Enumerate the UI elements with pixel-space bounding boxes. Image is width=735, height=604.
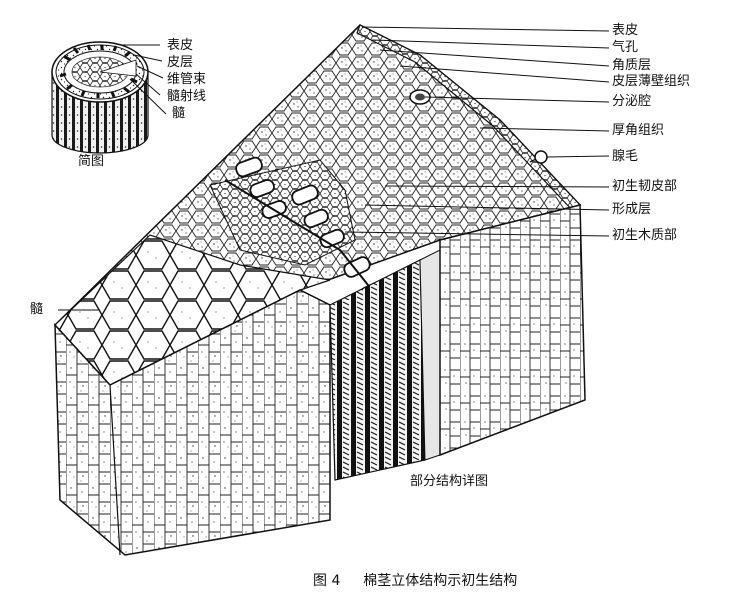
label-primary-phloem: 初生韧皮部 xyxy=(612,179,678,194)
vascular-bundles-top xyxy=(209,156,385,302)
inset-label-epidermis: 表皮 xyxy=(167,38,194,53)
figure-caption: 图 4 棉茎立体结构示初生结构 xyxy=(313,570,517,590)
label-cuticle: 角质层 xyxy=(612,58,652,73)
inset-label-cortex: 皮层 xyxy=(167,55,194,70)
label-glandular-hair: 腺毛 xyxy=(612,149,639,164)
label-epidermis: 表皮 xyxy=(612,23,639,38)
inset-label-vascular-bundle: 维管束 xyxy=(167,72,207,87)
inset-leader-lines xyxy=(120,44,167,115)
inset-label-pith: 髓 xyxy=(172,106,186,121)
label-pith: 髓 xyxy=(30,302,44,317)
left-longitudinal-face xyxy=(54,289,331,556)
label-primary-xylem: 初生木质部 xyxy=(612,228,678,243)
figure-title: 棉茎立体结构示初生结构 xyxy=(363,573,518,589)
detail-caption: 部分结构详图 xyxy=(410,474,489,489)
label-stoma: 气孔 xyxy=(612,40,639,55)
right-longitudinal-face xyxy=(439,204,586,457)
label-collenchyma: 厚角组织 xyxy=(612,123,665,138)
label-secretory-cavity: 分泌腔 xyxy=(612,94,652,109)
label-cambium: 形成层 xyxy=(612,202,652,217)
label-cortex-parenchyma: 皮层薄壁组织 xyxy=(612,74,691,89)
main-leader-lines xyxy=(58,26,610,311)
inset-label-pith-ray: 髓射线 xyxy=(167,89,207,104)
figure-number: 图 4 xyxy=(313,573,341,589)
inset-stem-cylinder xyxy=(51,41,149,154)
xylem-vessels xyxy=(329,259,426,481)
inset-caption: 简图 xyxy=(78,154,105,169)
